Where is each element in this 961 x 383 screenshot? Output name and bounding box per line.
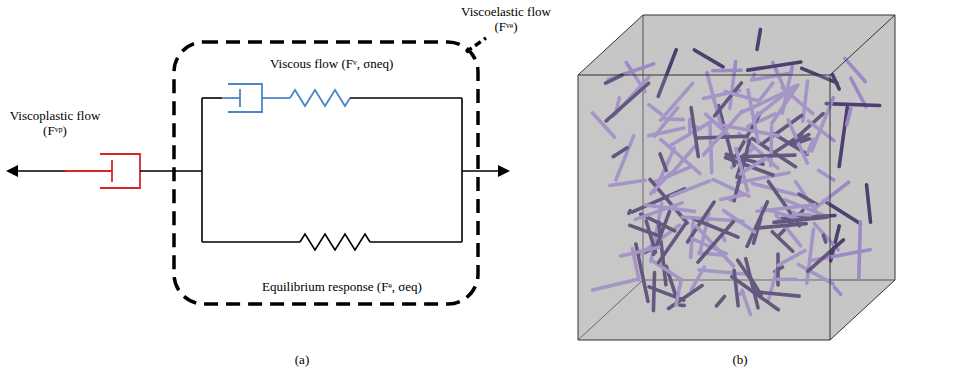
fibre: [757, 29, 760, 49]
wire: [202, 241, 300, 243]
fibre: [867, 185, 871, 222]
fibre-volume: [578, 15, 895, 340]
cube-edge: [578, 15, 895, 340]
fibre: [851, 78, 866, 107]
dashpot-rod: [222, 97, 240, 99]
fibre: [839, 107, 847, 166]
load-line: [462, 170, 500, 172]
fibre: [713, 69, 741, 73]
wire: [140, 170, 202, 172]
dashpot-piston: [111, 160, 113, 182]
fibre: [826, 104, 880, 106]
dashpot-cylinder: [228, 84, 262, 112]
maxwell-element: [222, 84, 350, 112]
spring-symbol: [300, 234, 370, 250]
region-heading: Viscoelastic flow (Fᵛᵉ): [454, 4, 558, 34]
dashpot-symbol: [65, 154, 140, 188]
spring-symbol: [290, 90, 350, 106]
panel-label: (a): [282, 352, 322, 367]
arrow-head: [6, 165, 18, 177]
fibre: [835, 287, 841, 294]
cube-edge: [830, 15, 895, 75]
cube-body: [578, 15, 895, 340]
region-outline: [172, 40, 480, 306]
dashed-region: Viscoelastic flow (Fᵛᵉ): [172, 40, 480, 306]
dashpot-cylinder: [100, 154, 140, 188]
element-label: Viscous flow (Fᵛ, σneq): [270, 56, 460, 71]
cube-front-face: [578, 75, 830, 340]
wire: [201, 98, 203, 242]
wire: [202, 97, 222, 99]
fibre: [845, 58, 865, 81]
fibre: [847, 109, 851, 125]
dashed-border: [174, 42, 478, 304]
element-label: Viscoplastic flow (Fᵛᵖ): [2, 108, 108, 138]
load-line: [16, 170, 65, 172]
arrow-head: [498, 165, 510, 177]
wire: [350, 97, 462, 99]
wire: [461, 98, 463, 242]
wire: [370, 241, 462, 243]
panel-label: (b): [720, 352, 760, 367]
fibre: [694, 50, 723, 67]
dashpot-rod: [65, 170, 112, 172]
dashpot-piston: [239, 89, 241, 107]
wire: [262, 97, 290, 99]
element-label: Equilibrium response (Fᵉ, σeq): [262, 279, 472, 294]
fibre: [748, 62, 801, 70]
fibre: [833, 75, 840, 89]
